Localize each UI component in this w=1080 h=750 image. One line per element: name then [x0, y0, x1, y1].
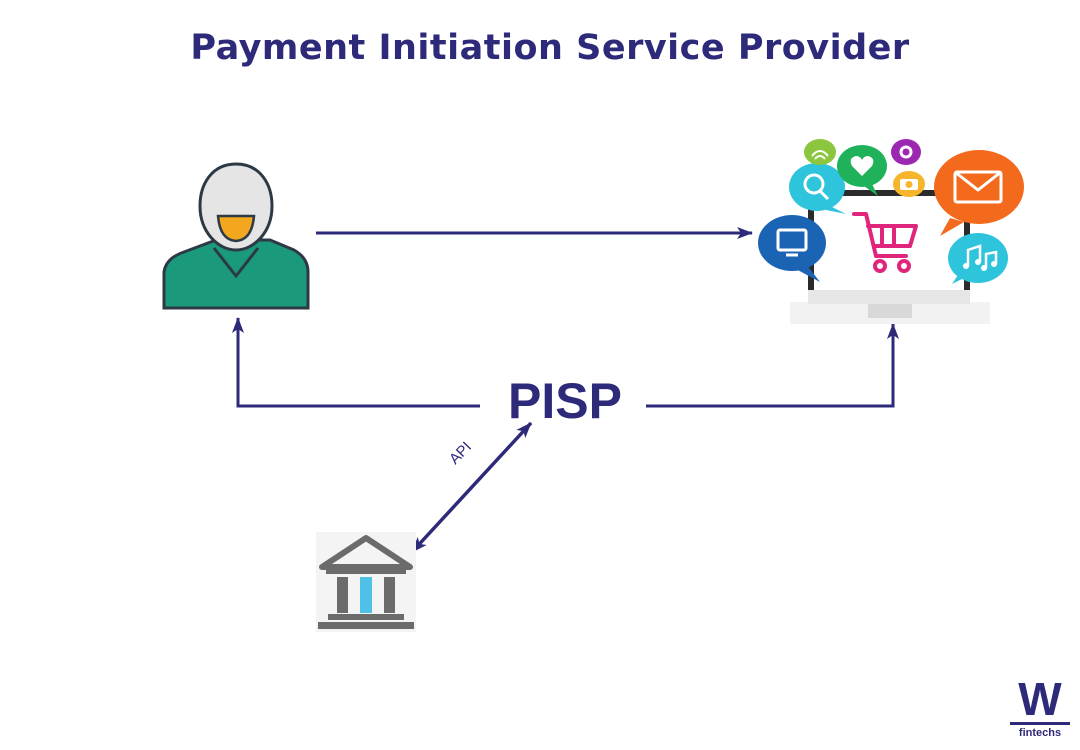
camera-bubble-icon [893, 171, 925, 197]
user-icon [162, 162, 310, 310]
mail-bubble-icon [934, 150, 1024, 236]
wifi-bubble-icon [804, 139, 836, 165]
gear-bubble-icon [891, 139, 921, 165]
arrow-pisp-to-merchant [646, 323, 899, 408]
music-bubble-icon [948, 233, 1008, 284]
arrow-pisp-to-user [232, 317, 480, 408]
pisp-label: PISP [508, 373, 622, 429]
shopping-cart-icon [852, 212, 918, 273]
arrow-pisp-bank-api [410, 421, 533, 554]
heart-bubble-icon [837, 145, 887, 196]
bank-icon [316, 532, 416, 632]
ecommerce-monitor-icon [758, 139, 1024, 324]
diagram-title: Payment Initiation Service Provider [190, 28, 910, 68]
search-bubble-icon [789, 163, 846, 214]
logo-subtitle: fintechs [1018, 727, 1062, 739]
logo-letter: W [1018, 673, 1062, 725]
logo-divider [1010, 722, 1070, 725]
tv-bubble-icon [758, 215, 826, 282]
